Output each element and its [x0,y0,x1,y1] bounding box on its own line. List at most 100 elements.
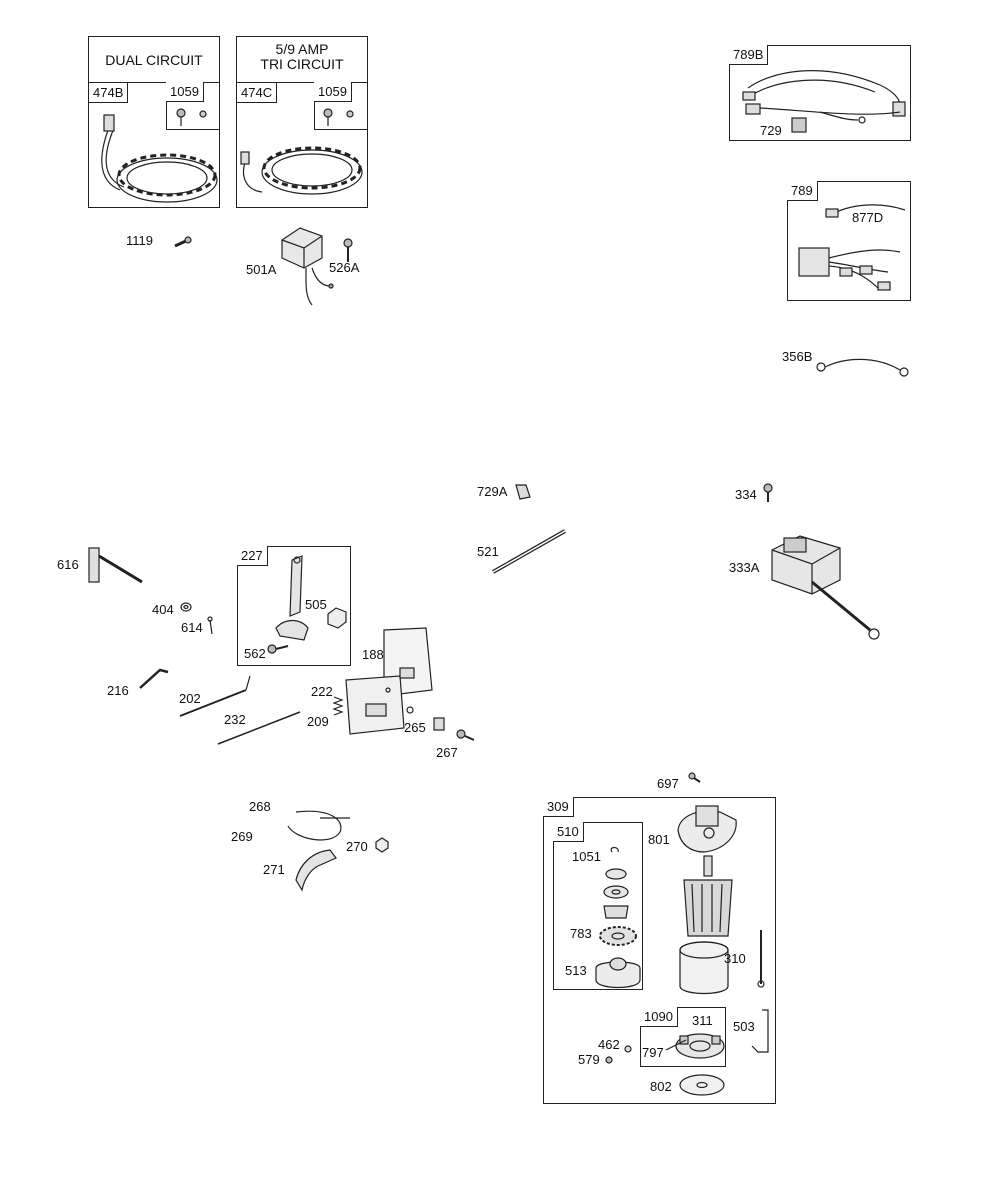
starter-end-cap-801-drawing [677,805,737,853]
drive-513-drawing [595,957,641,989]
part-1059-tag: 1059 [166,82,204,102]
part-267-label: 267 [436,745,458,760]
screw-1119-drawing [174,236,192,248]
nut-505-drawing [327,607,347,629]
part-505-label: 505 [305,597,327,612]
armature-drawing [683,855,733,937]
part-579-label: 579 [578,1052,600,1067]
nut-270-drawing [375,837,389,853]
part-1090-tag: 1090 [640,1007,678,1027]
screw-267-drawing [456,729,475,741]
part-265-label: 265 [404,720,426,735]
part-216-label: 216 [107,683,129,698]
tri-circuit-header-line2: TRI CIRCUIT [260,56,344,72]
part-521-label: 521 [477,544,499,559]
part-311-label: 311 [692,1013,713,1028]
part-503-label: 503 [733,1019,755,1034]
part-513-label: 513 [565,963,587,978]
throttle-227-box [237,546,351,666]
cable-232-drawing [217,711,301,745]
control-bracket-222-drawing [345,627,433,735]
dual-circuit-divider [88,82,220,83]
part-404-label: 404 [152,602,174,617]
part-1051-label: 1051 [572,849,601,864]
part-356b-label: 356B [782,349,813,364]
stator-474b-drawing [101,114,218,203]
screw-562-drawing [267,644,289,654]
rectifier-501a-drawing [281,227,334,306]
brush-plate-1090-drawing [675,1033,725,1059]
part-1119-label: 1119 [126,233,153,248]
hardware-1059b-drawing [323,108,354,126]
part-270-label: 270 [346,839,368,854]
part-209-label: 209 [307,714,329,729]
part-462-label: 462 [598,1037,620,1052]
nuts-462-579-drawing [605,1045,632,1064]
throttle-lever-227-drawing [275,555,309,641]
part-269-label: 269 [231,829,253,844]
part-188-label: 188 [362,647,384,662]
clip-265-drawing [433,717,445,731]
part-222-label: 222 [311,684,333,699]
starter-309-box [543,797,776,1104]
hardware-1059-drawing [176,108,207,126]
pin-614-drawing [207,616,213,635]
harness-789-box [787,181,911,301]
drive-510-box [553,822,643,990]
clip-729a-drawing [515,484,531,500]
housing-310-drawing [679,941,729,995]
spring-209-drawing [332,696,344,716]
part-697-label: 697 [657,776,679,791]
bracket-271-drawing [295,849,337,892]
leader-797 [665,1039,687,1051]
washer-404-drawing [180,602,192,612]
armature-333a-drawing [771,535,880,640]
cable-268-drawing [287,810,350,841]
part-526a-label: 526A [329,260,360,275]
part-729-label: 729 [760,123,782,138]
retainer-1051-drawing [610,846,619,853]
brush-1090-box [640,1007,726,1067]
part-227-tag: 227 [237,546,268,566]
part-232-label: 232 [224,712,246,727]
part-1059b-tag: 1059 [314,82,352,102]
screw-697-drawing [688,772,701,783]
clip-503-drawing [751,1009,769,1053]
part-271-label: 271 [263,862,285,877]
part-202-label: 202 [179,691,201,706]
part-877d-label: 877D [852,210,884,225]
part-501a-label: 501A [246,262,277,277]
screw-526a-drawing [343,238,353,262]
washer-stack-drawing [603,868,629,919]
tri-circuit-header-line1: 5/9 AMP [275,41,329,57]
stator-474c-drawing [240,146,363,195]
part-268-label: 268 [249,799,271,814]
part-333a-label: 333A [729,560,760,575]
part-797-label: 797 [642,1045,664,1060]
dual-circuit-header: DUAL CIRCUIT [105,52,203,68]
tri-circuit-divider [236,82,368,83]
part-729a-label: 729A [477,484,508,499]
harness-789b-box [729,45,911,141]
plate-802-drawing [679,1074,725,1096]
harness-789b-drawing [742,70,906,133]
gear-783-drawing [599,926,637,946]
cable-356b-drawing [816,358,909,377]
part-334-label: 334 [735,487,757,502]
part-789b-tag: 789B [729,45,769,65]
part-789-tag: 789 [787,181,818,201]
part-783-label: 783 [570,926,592,941]
part-616-label: 616 [57,557,79,572]
part-474b-tag: 474B [88,82,129,103]
part-510-tag: 510 [553,822,584,842]
lever-616-drawing [88,547,143,584]
link-216-drawing [139,668,169,689]
screw-334-drawing [763,483,773,502]
part-614-label: 614 [181,620,203,635]
bolt-310-drawing [757,930,765,988]
harness-789-drawing [798,204,906,291]
part-310-label: 310 [724,951,746,966]
part-562-label: 562 [244,646,266,661]
